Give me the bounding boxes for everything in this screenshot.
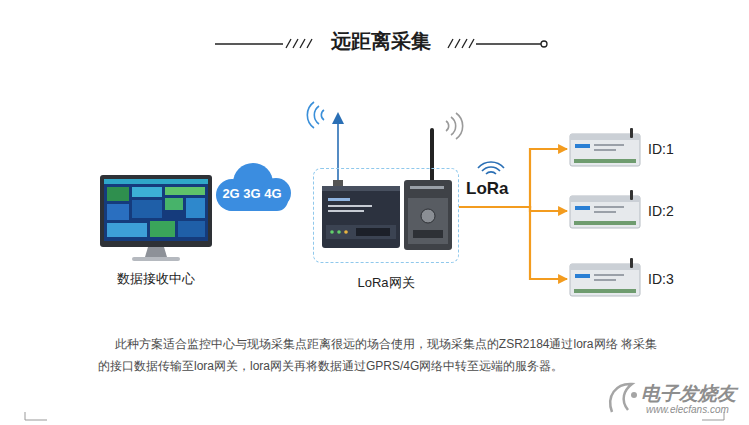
wave [486,172,496,174]
screen-block [107,187,129,201]
monitor-illustration [100,175,212,261]
radio-waves [307,102,324,128]
diagram-title: 远距离采集 [316,28,446,55]
wave [321,110,324,120]
module-knob [421,209,435,223]
wave [446,121,449,131]
lora-gateway: LoRa网关 [313,168,459,263]
node-label: LoRa网关 [314,274,458,292]
slash [448,39,453,48]
panel-strip [326,225,396,239]
watermark: 电子发烧友 [641,381,736,407]
monitor-stand [145,247,167,257]
panel-mark [328,198,350,201]
led [344,230,348,234]
gateway-edge [322,186,400,191]
network-cloud: 2G 3G 4G [212,168,292,212]
screen-block [178,221,205,237]
wave [451,117,456,135]
lora-link [459,149,567,207]
slash [455,39,460,48]
slash [307,39,312,48]
slash [462,39,467,48]
collector-illustration [570,258,640,296]
led [330,230,334,234]
collector-illustration [570,190,640,228]
title-dot [541,41,547,47]
antenna-base [333,180,343,187]
node-label: 数据接收中心 [117,270,195,288]
screen-block [107,204,129,220]
node-label: ID:3 [648,271,674,287]
data-center-monitor: 数据接收中心 [98,172,214,288]
wave [314,106,319,124]
title-rule [476,43,541,45]
slash [469,39,474,48]
wave [456,113,463,139]
port [356,228,390,236]
collector-device: ID:2 [568,190,686,232]
monitor-base [132,257,180,261]
title-rule [215,43,283,45]
antenna [430,128,434,182]
watermark-logo [631,392,637,398]
cloud-shape [216,163,291,211]
screen-block [186,198,205,218]
screen-block [165,198,183,210]
screen-block [132,187,162,197]
node-label: ID:1 [648,141,674,157]
collector-device: ID:3 [568,258,686,300]
radio-waves [446,113,463,139]
watermark-url: www.elecfans.com [646,404,729,415]
lora-waves [478,162,504,174]
gateway-illustration [322,112,452,250]
lora-link [459,207,567,279]
panel-mark [328,205,372,207]
slash [286,39,291,48]
monitor-bezel [100,175,212,247]
module-face [408,198,448,244]
wave [478,162,504,168]
screen-block [165,187,205,195]
screen-bar [104,179,208,184]
module-body [404,180,452,250]
led [337,230,341,234]
module-port [413,230,443,238]
screen-block [150,221,175,237]
corner-mark [25,412,47,420]
monitor-screen [104,179,208,241]
antenna-tip [332,112,344,124]
wave [307,102,314,128]
node-label: ID:2 [648,203,674,219]
collector-device: ID:1 [568,128,686,170]
node-label: 2G 3G 4G [222,186,281,201]
antenna [337,120,339,186]
gateway-body [322,186,400,248]
module-mark [410,186,444,189]
panel-mark [328,210,364,212]
wave [482,167,500,171]
screen-block [132,200,162,218]
collector-illustration [570,128,640,166]
slash [293,39,298,48]
screen-block [107,223,147,237]
slash [300,39,305,48]
watermark-logo [610,384,632,412]
link-label: LoRa [466,179,509,199]
caption-text: 此种方案适合监控中心与现场采集点距离很远的场合使用，现场采集点的ZSR2184通… [98,333,664,377]
